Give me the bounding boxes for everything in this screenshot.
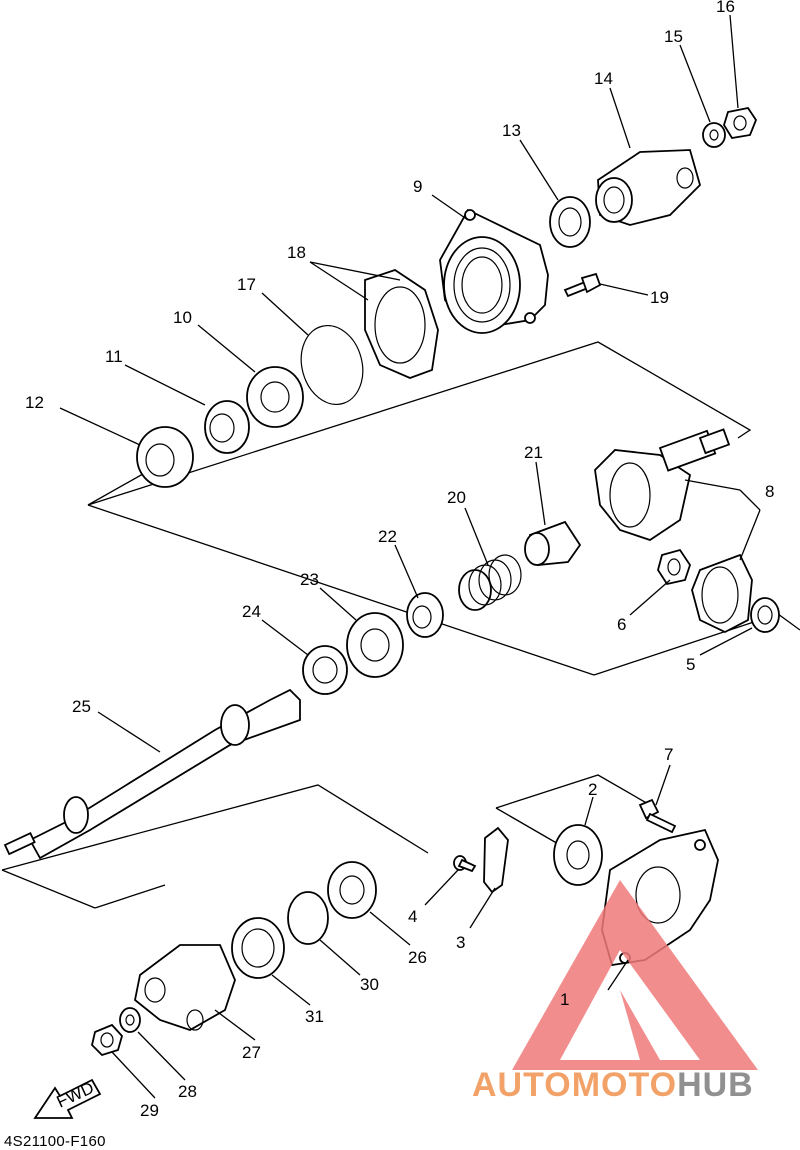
bearing-23 <box>346 612 404 678</box>
upper-assembly-frame <box>87 341 752 506</box>
watermark-brand: AUTOMOTOHUB <box>472 1066 754 1105</box>
collar-11 <box>204 400 250 454</box>
bearing-2 <box>553 824 603 886</box>
callout-3: 3 <box>456 933 465 952</box>
bolt-19 <box>563 272 602 298</box>
circlip-30 <box>287 891 329 945</box>
bearing-10 <box>246 366 304 428</box>
callout-27: 27 <box>242 1043 261 1062</box>
nut-29 <box>91 1023 124 1057</box>
damper-cam-21 <box>524 520 582 566</box>
callout-5: 5 <box>686 655 695 674</box>
drive-shaft-25 <box>3 688 301 860</box>
callout-25: 25 <box>72 697 91 716</box>
diagram-code: 4S21100-F160 <box>4 1133 106 1150</box>
callout-23: 23 <box>300 570 319 589</box>
bevel-gear-set-8 <box>594 428 753 634</box>
callout-8: 8 <box>765 482 774 501</box>
callout-6: 6 <box>617 615 626 634</box>
callout-10: 10 <box>173 308 192 327</box>
lower-left-frame <box>1 784 429 871</box>
callout-20: 20 <box>447 488 466 507</box>
fwd-arrow-icon: FWD <box>33 1078 102 1119</box>
callout-18: 18 <box>287 243 306 262</box>
o-ring-17 <box>300 324 364 406</box>
oil-seal-12 <box>136 426 194 488</box>
screw-4 <box>453 855 477 873</box>
callout-7: 7 <box>664 745 673 764</box>
callout-22: 22 <box>378 527 397 546</box>
callout-4: 4 <box>408 907 417 926</box>
callout-21: 21 <box>524 443 543 462</box>
callout-9: 9 <box>413 177 422 196</box>
nut-16 <box>723 106 758 139</box>
callout-13: 13 <box>502 121 521 140</box>
oil-seal-31 <box>231 917 285 979</box>
callout-12: 12 <box>25 393 44 412</box>
callout-29: 29 <box>140 1101 159 1120</box>
bearing-26 <box>327 861 377 919</box>
watermark-text-part2: HUB <box>677 1066 754 1104</box>
bearing-13 <box>549 196 591 248</box>
callout-15: 15 <box>664 27 683 46</box>
universal-joint-yoke-14 <box>595 149 702 226</box>
universal-joint-yoke-27 <box>134 944 236 1031</box>
callout-28: 28 <box>178 1082 197 1101</box>
washer-28 <box>119 1007 141 1033</box>
callout-19: 19 <box>650 288 669 307</box>
callout-1: 1 <box>560 990 569 1009</box>
callout-2: 2 <box>588 780 597 799</box>
spring-20 <box>458 554 522 611</box>
lower-right-frame <box>495 774 651 809</box>
watermark-logo-icon <box>512 880 758 1070</box>
stopper-plate-3 <box>483 826 509 894</box>
callout-31: 31 <box>305 1007 324 1026</box>
watermark-text-part1: AUTOMOTO <box>472 1066 678 1104</box>
bolt-7 <box>638 798 677 834</box>
callout-30: 30 <box>360 975 379 994</box>
gasket-18 <box>364 269 439 379</box>
callout-11: 11 <box>105 347 123 366</box>
bearing-housing <box>439 208 549 334</box>
oil-seal-24 <box>302 645 348 695</box>
callout-16: 16 <box>716 0 735 16</box>
callout-17: 17 <box>237 275 256 294</box>
callout-26: 26 <box>408 948 427 967</box>
leader-lines <box>59 14 761 1099</box>
collar-22 <box>406 592 444 638</box>
shim-5 <box>750 597 780 633</box>
callout-24: 24 <box>242 602 261 621</box>
washer-15 <box>702 122 726 148</box>
nut-6 <box>657 548 691 586</box>
callout-14: 14 <box>594 69 613 88</box>
